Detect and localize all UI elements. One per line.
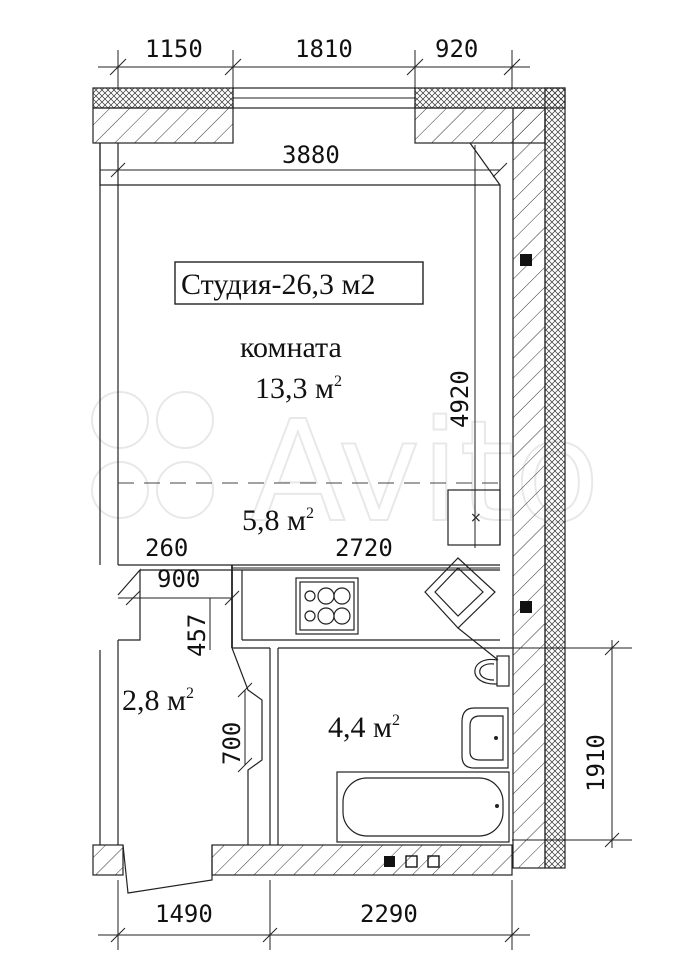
dimension-lines [98, 50, 632, 950]
dim-bottom-left: 1490 [155, 900, 213, 928]
room-area-kitchen: 5,8 м [242, 504, 306, 537]
dim-top-right: 920 [435, 35, 478, 63]
svg-text:4,4 м2: 4,4 м2 [328, 711, 400, 744]
dim-700: 700 [218, 722, 246, 765]
room-name-main: комната [240, 331, 342, 364]
kitchen-sink-icon [424, 557, 499, 661]
dim-width-main: 3880 [282, 141, 340, 169]
riser-marker [520, 254, 532, 266]
dim-top-left: 1150 [145, 35, 203, 63]
room-area-bath-sup: 2 [392, 712, 400, 729]
dim-900: 900 [157, 565, 200, 593]
dim-1910: 1910 [582, 734, 610, 792]
dim-height-main: 4920 [446, 370, 474, 428]
dim-457: 457 [183, 614, 211, 657]
toilet-icon [474, 655, 510, 687]
svg-text:13,3 м2: 13,3 м2 [255, 372, 342, 405]
plan-title: Студия-26,3 м2 [181, 268, 376, 301]
bathtub-icon [336, 771, 510, 843]
dim-260: 260 [145, 534, 188, 562]
riser-marker [405, 855, 418, 868]
riser-marker [384, 856, 395, 867]
room-area-main-sup: 2 [334, 373, 342, 390]
walls [92, 87, 566, 894]
room-area-hall: 2,8 м [122, 684, 186, 717]
room-area-bath: 4,4 м [328, 711, 392, 744]
svg-text:5,8 м2: 5,8 м2 [242, 504, 314, 537]
title-box [174, 261, 424, 305]
room-area-hall-sup: 2 [186, 685, 194, 702]
dim-bottom-right: 2290 [360, 900, 418, 928]
dim-kitchen-len: 2720 [335, 534, 393, 562]
stove-icon [295, 577, 359, 635]
dim-top-mid: 1810 [295, 35, 353, 63]
svg-text:2,8 м2: 2,8 м2 [122, 684, 194, 717]
room-area-main: 13,3 м [255, 372, 334, 405]
vent-marker: × [470, 510, 482, 526]
riser-marker [520, 601, 532, 613]
bath-sink-icon [461, 707, 509, 769]
riser-marker [427, 855, 440, 868]
room-area-kitchen-sup: 2 [306, 505, 314, 522]
